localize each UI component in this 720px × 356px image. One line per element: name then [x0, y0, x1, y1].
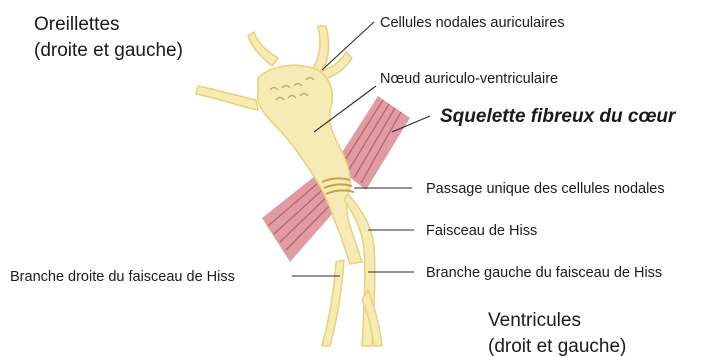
label-ventricles-line2: (droit et gauche): [488, 336, 626, 356]
label-left-bundle-branch: Branche gauche du faisceau de Hiss: [426, 265, 662, 281]
label-atria-line2: (droite et gauche): [34, 40, 183, 61]
label-right-bundle-branch: Branche droite du faisceau de Hiss: [10, 269, 235, 285]
label-fibrous-skeleton: Squelette fibreux du cœur: [440, 106, 677, 127]
label-atria-line1: Oreillettes: [34, 14, 120, 35]
label-atrial-nodal-cells: Cellules nodales auriculaires: [380, 15, 565, 31]
conduction-tissue: [196, 26, 382, 346]
label-ventricles-line1: Ventricules: [488, 310, 581, 331]
label-av-node: Nœud auriculo-ventriculaire: [380, 71, 558, 87]
label-single-passage: Passage unique des cellules nodales: [426, 181, 665, 197]
label-bundle-of-his: Faisceau de Hiss: [426, 223, 537, 239]
